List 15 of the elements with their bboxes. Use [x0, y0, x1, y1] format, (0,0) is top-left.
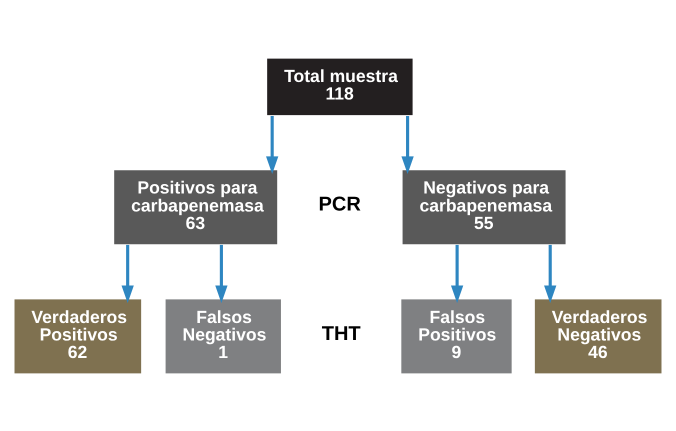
- label: PCR: [318, 193, 361, 216]
- arrow: [401, 116, 414, 174]
- label: THT: [322, 322, 361, 344]
- arrow: [215, 244, 228, 303]
- node-box: Total muestra 118: [266, 56, 414, 116]
- arrow: [266, 116, 278, 174]
- node-box: Falsos Positivos 9: [400, 298, 513, 374]
- node-box: Verdaderos Positivos 62: [13, 298, 142, 374]
- node-box: Verdaderos Negativos 46: [534, 298, 663, 374]
- node-box: Positivos para carbapenemasa 63: [112, 168, 278, 245]
- arrow: [122, 244, 134, 303]
- node-box: Negativos para carbapenemasa 55: [401, 168, 567, 245]
- node-box: Falsos Negativos 1: [164, 298, 282, 374]
- arrow: [450, 244, 464, 303]
- arrow: [544, 244, 556, 303]
